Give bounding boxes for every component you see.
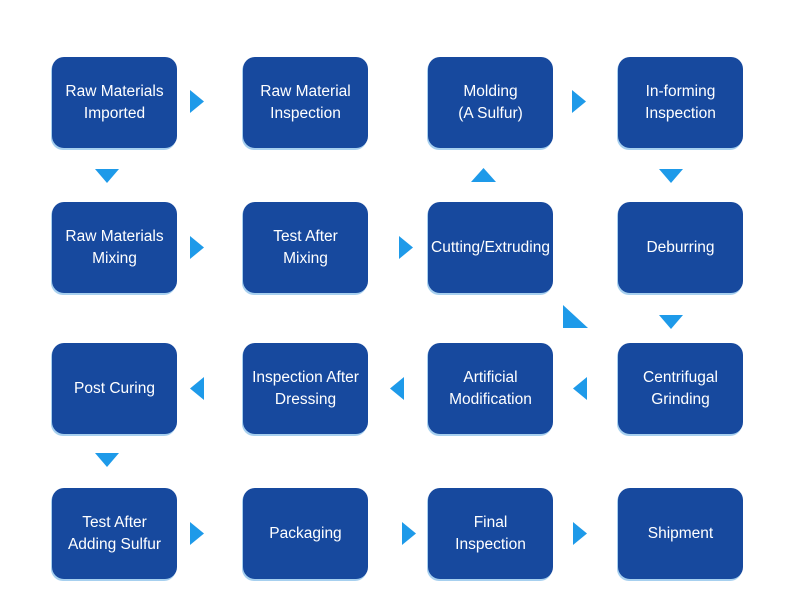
flow-step-label: Shipment [647, 524, 714, 542]
arrow-down-icon [659, 315, 683, 329]
flow-step-label: In-forming Inspection [645, 83, 716, 122]
flow-step-label: Centrifugal Grinding [643, 369, 718, 408]
arrow-corner-icon [563, 305, 588, 328]
arrow-down-icon [95, 169, 119, 183]
flow-step-test-after-adding-sulfur: Test After Adding Sulfur [52, 488, 177, 579]
flow-step-label: Test After Adding Sulfur [67, 514, 162, 553]
arrow-right-icon [399, 236, 413, 259]
flow-step-shipment: Shipment [618, 488, 743, 579]
flow-step-post-curing: Post Curing [52, 343, 177, 434]
flow-step-label: Raw Materials Imported [65, 83, 164, 122]
flow-step-label: Raw Material Inspection [260, 83, 351, 122]
flow-step-label: Cutting/Extruding [431, 238, 550, 256]
flow-step-artificial-modification: Artificial Modification [428, 343, 553, 434]
flow-step-cutting-extruding: Cutting/Extruding [428, 202, 553, 293]
flow-step-label: Final Inspection [455, 514, 526, 553]
arrow-right-icon [573, 522, 587, 545]
flow-step-label: Molding (A Sulfur) [458, 83, 523, 122]
flow-step-label: Raw Materials Mixing [65, 228, 164, 267]
flow-step-label: Packaging [269, 524, 342, 542]
arrow-down-icon [95, 453, 119, 467]
flow-step-label: Artificial Modification [449, 369, 532, 408]
flow-step-centrifugal-grinding: Centrifugal Grinding [618, 343, 743, 434]
flow-step-label: Deburring [646, 238, 715, 256]
arrow-right-icon [402, 522, 416, 545]
flow-step-raw-material-inspection: Raw Material Inspection [243, 57, 368, 148]
arrow-down-icon [659, 169, 683, 183]
flow-step-test-after-mixing: Test After Mixing [243, 202, 368, 293]
flow-step-inspection-after-dressing: Inspection After Dressing [243, 343, 368, 434]
flow-step-molding-a-sulfur: Molding (A Sulfur) [428, 57, 553, 148]
flow-step-deburring: Deburring [618, 202, 743, 293]
arrow-right-icon [190, 522, 204, 545]
flow-step-final-inspection: Final Inspection [428, 488, 553, 579]
flow-step-label: Inspection After Dressing [252, 369, 359, 408]
flow-step-raw-materials-imported: Raw Materials Imported [52, 57, 177, 148]
arrow-left-icon [390, 377, 404, 400]
arrow-right-icon [190, 90, 204, 113]
arrow-up-icon [471, 168, 496, 182]
arrow-left-icon [573, 377, 587, 400]
flow-step-label: Test After Mixing [273, 228, 338, 267]
flow-step-raw-materials-mixing: Raw Materials Mixing [52, 202, 177, 293]
flow-step-in-forming-inspection: In-forming Inspection [618, 57, 743, 148]
arrow-right-icon [190, 236, 204, 259]
flow-step-label: Post Curing [74, 379, 155, 397]
flow-step-packaging: Packaging [243, 488, 368, 579]
arrow-left-icon [190, 377, 204, 400]
arrow-right-icon [572, 90, 586, 113]
